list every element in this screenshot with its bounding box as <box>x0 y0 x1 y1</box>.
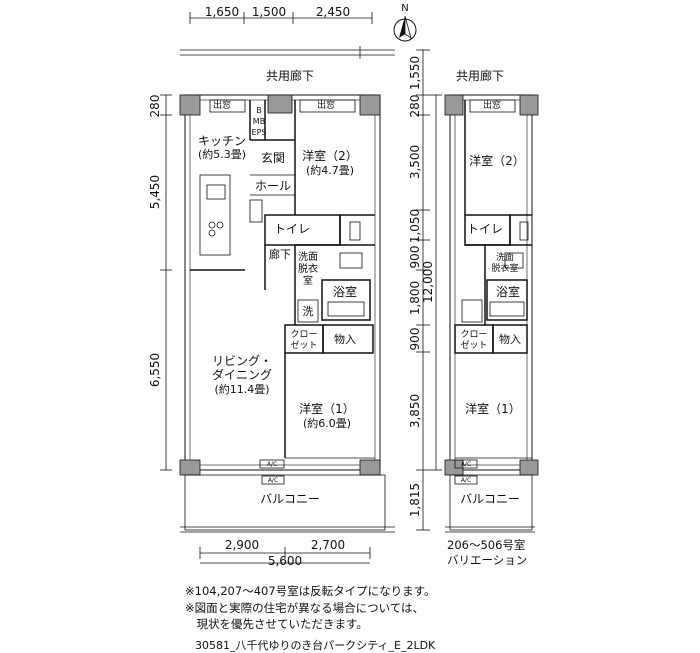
dim-right-9: 1,815 <box>408 483 422 517</box>
var-western1-label: 洋室（1） <box>465 401 521 416</box>
dim-right-2: 280 <box>408 95 422 118</box>
var-closet-label: クロー <box>460 329 487 340</box>
left-dimensions <box>160 94 172 471</box>
hall-label: ホール <box>255 179 291 193</box>
var-balcony-label: バルコニー <box>460 492 520 506</box>
dim-top-1: 1,650 <box>205 5 239 19</box>
closet-label-2: ゼット <box>290 339 317 351</box>
kitchen-label: キッチン <box>198 134 246 148</box>
western1-label: 洋室（1） <box>299 401 355 416</box>
right-dimensions <box>416 49 442 531</box>
var-storage-label: 物入 <box>499 332 521 346</box>
kitchen-area: (約5.3畳) <box>198 147 246 161</box>
entrance-label: 玄関 <box>261 150 285 165</box>
ac-label: A/C <box>267 461 277 468</box>
washroom-label-2: 脱衣 <box>298 262 318 275</box>
var-washroom-label-2: 脱衣室 <box>491 262 518 274</box>
footer-code: 30581_八千代ゆりのき台パークシティ_E_2LDK <box>195 639 436 652</box>
toilet-label: トイレ <box>274 222 310 236</box>
corridor-label-variation: 共用廊下 <box>456 68 504 83</box>
dim-right-7: 900 <box>408 328 422 351</box>
bath-label: 浴室 <box>333 284 357 299</box>
western1-area: (約6.0畳) <box>303 416 351 430</box>
note-priority: 現状を優先させていただきます。 <box>185 617 368 631</box>
variation-title-label: バリエーション <box>447 553 527 567</box>
corridor-label: 共用廊下 <box>266 68 314 83</box>
bottom-dimensions <box>199 547 371 564</box>
var-toilet-label: トイレ <box>467 222 503 236</box>
dim-top-3: 2,450 <box>316 5 350 19</box>
dim-right-1: 1,550 <box>408 56 422 90</box>
living-area: (約11.4畳) <box>214 382 269 396</box>
dim-top-2: 1,500 <box>252 5 286 19</box>
var-ac-label: A/C <box>461 461 471 468</box>
dim-right-4: 1,050 <box>408 209 422 243</box>
dim-left-1: 280 <box>148 95 162 118</box>
corridor-inner-label: 廊下 <box>269 247 291 261</box>
wash-label: 洗 <box>303 305 314 318</box>
dim-right-6: 1,800 <box>408 281 422 315</box>
north-arrow-icon <box>393 15 417 42</box>
var-western2-label: 洋室（2） <box>469 153 525 168</box>
main-floor-plan <box>179 94 395 533</box>
var-washroom-label: 洗面 <box>496 251 514 263</box>
var-ac-label-2: A/C <box>461 477 471 484</box>
dim-right-3: 3,500 <box>408 145 422 179</box>
dim-left-3: 6,550 <box>148 353 162 387</box>
ac-label-2: A/C <box>268 477 278 484</box>
variation-floor-plan <box>444 94 539 533</box>
western2-label: 洋室（2） <box>302 148 358 163</box>
washroom-label-3: 室 <box>303 274 313 287</box>
var-bay-window-label: 出窓 <box>483 99 501 111</box>
living-label: リビング・ <box>212 354 272 368</box>
dim-left-2: 5,450 <box>148 175 162 209</box>
mb-eps-label: B <box>256 106 262 115</box>
storage-label: 物入 <box>334 332 356 346</box>
living-label-2: ダイニング <box>212 367 272 382</box>
eps-label: EPS <box>252 128 267 137</box>
dim-right-8: 3,850 <box>408 394 422 428</box>
var-closet-label-2: ゼット <box>460 339 487 351</box>
balcony-label: バルコニー <box>260 492 320 506</box>
variation-rooms-label: 206～506号室 <box>447 538 525 552</box>
note-reverse-type: ※104,207～407号室は反転タイプになります。 <box>185 584 436 598</box>
note-discrepancy: ※図面と実際の住宅が異なる場合については、 <box>185 601 425 615</box>
bay-window-label: 出窓 <box>213 99 231 111</box>
washroom-label: 洗面 <box>298 251 318 263</box>
dim-bottom-1: 2,900 <box>225 538 259 552</box>
var-bath-label: 浴室 <box>496 284 520 299</box>
north-label: N <box>401 3 408 14</box>
corridor-railing <box>180 46 395 59</box>
western2-area: (約4.7畳) <box>306 163 354 177</box>
mb-label: MB <box>253 117 265 126</box>
dim-right-total: 12,000 <box>421 261 435 303</box>
top-dimensions <box>189 12 373 24</box>
closet-label: クロー <box>290 329 317 340</box>
bay-window-label-2: 出窓 <box>317 99 335 111</box>
dim-right-5: 900 <box>408 246 422 269</box>
dim-bottom-total: 5,600 <box>268 554 302 568</box>
dim-bottom-2: 2,700 <box>311 538 345 552</box>
